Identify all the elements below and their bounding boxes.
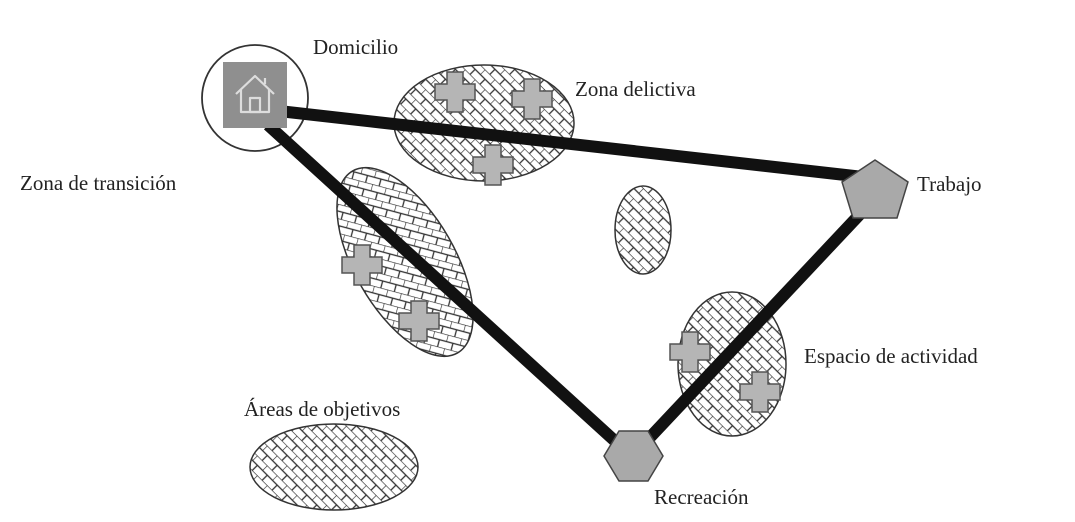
route-home-recreation — [263, 120, 632, 457]
label-crime-zone: Zona delictiva — [575, 77, 696, 101]
label-work: Trabajo — [917, 172, 982, 196]
route-home-work — [269, 104, 873, 184]
home-square — [223, 62, 287, 128]
isolated-target-area — [614, 185, 672, 275]
target-areas-ellipse — [249, 423, 419, 511]
house-icon — [235, 74, 275, 114]
recreation-node — [603, 430, 664, 482]
label-activity-space: Espacio de actividad — [804, 344, 978, 368]
work-node — [841, 159, 909, 219]
label-recreation: Recreación — [654, 485, 749, 509]
home-node — [223, 62, 287, 128]
route-lines — [263, 104, 873, 457]
label-target-areas: Áreas de objetivos — [244, 397, 400, 421]
route-work-recreation — [635, 207, 867, 453]
label-transition-zone: Zona de transición — [20, 171, 177, 195]
label-home: Domicilio — [313, 35, 398, 59]
